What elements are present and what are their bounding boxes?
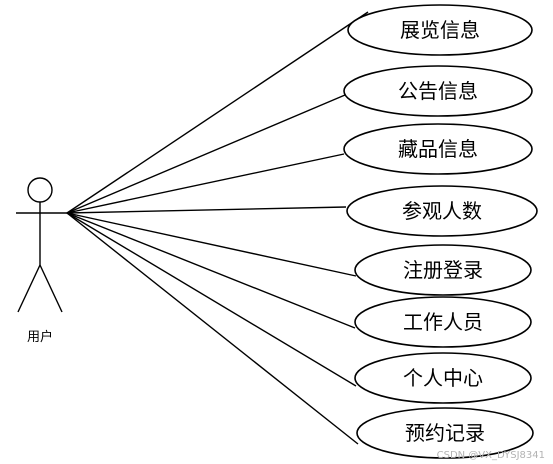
actor-label: 用户 — [27, 329, 53, 345]
use-case-label: 注册登录 — [403, 258, 483, 282]
use-case-label: 展览信息 — [400, 18, 480, 42]
use-case-label: 个人中心 — [403, 366, 483, 390]
use-case-personal-center: 个人中心 — [354, 352, 532, 404]
use-case-ellipse — [354, 296, 532, 348]
use-case-ellipse — [354, 352, 532, 404]
use-case-ellipse — [354, 244, 532, 296]
use-case-label: 藏品信息 — [398, 137, 478, 161]
use-case-exhibition: 展览信息 — [347, 4, 533, 56]
actor-right-leg — [39, 264, 63, 313]
association-line-staff — [66, 212, 356, 329]
association-line-register-login — [66, 212, 357, 277]
association-lines — [66, 11, 369, 445]
association-line-visitors — [66, 206, 347, 214]
use-case-ellipse — [356, 407, 534, 459]
use-case-staff: 工作人员 — [354, 296, 532, 348]
use-case-collection: 藏品信息 — [343, 123, 533, 175]
use-case-visitors: 参观人数 — [346, 185, 538, 237]
association-line-exhibition — [66, 11, 369, 214]
association-line-personal-center — [66, 212, 357, 387]
watermark: CSDN @VX_DYSJ8341 — [437, 450, 545, 461]
use-case-label: 公告信息 — [398, 79, 478, 103]
association-line-collection — [66, 153, 345, 214]
use-case-ellipse — [347, 4, 533, 56]
association-line-booking-record — [66, 212, 359, 445]
actor-user: 用户 — [16, 177, 67, 345]
use-case-ellipse — [343, 123, 533, 175]
use-case-notice: 公告信息 — [343, 65, 533, 117]
association-line-notice — [66, 94, 346, 214]
use-case-label: 预约记录 — [405, 421, 485, 445]
use-case-ellipse — [346, 185, 538, 237]
use-case-booking-record: 预约记录 — [356, 407, 534, 459]
use-case-label: 工作人员 — [403, 310, 483, 334]
actor-head — [27, 177, 53, 203]
use-case-ellipse — [343, 65, 533, 117]
actor-left-leg — [17, 264, 41, 313]
use-case-register-login: 注册登录 — [354, 244, 532, 296]
use-case-label: 参观人数 — [402, 199, 482, 223]
